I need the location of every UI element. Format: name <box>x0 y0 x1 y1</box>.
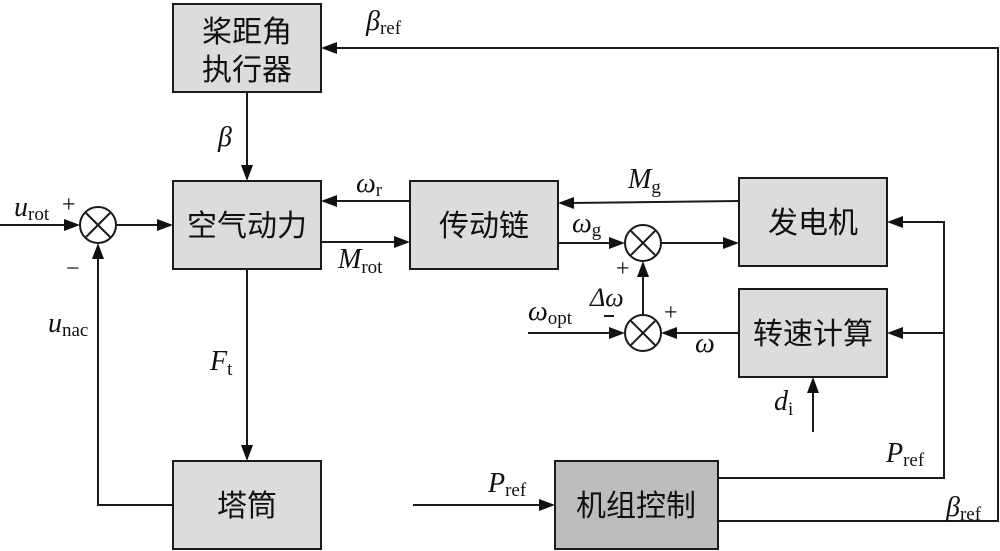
turbine-control-block: 机组控制 <box>554 460 719 550</box>
beta-ref-output-label: βref <box>945 492 982 525</box>
omega-opt-label: ωopt <box>528 296 573 329</box>
arrowhead-aero-beta <box>241 165 253 181</box>
omega-label: ω <box>695 328 715 359</box>
m-g-label: Mg <box>627 164 661 198</box>
omega-g-label: ωg <box>572 208 602 241</box>
speed-calc-label: 转速计算 <box>753 317 873 352</box>
p-ref-output-label: Pref <box>885 438 925 471</box>
tower-block: 塔筒 <box>172 460 322 550</box>
arrowhead-sum2-omega-g <box>609 237 625 249</box>
beta-label: β <box>217 122 232 153</box>
p-ref-input-label: Pref <box>487 468 527 501</box>
arrowhead-drivetrain-m-rot <box>394 236 410 248</box>
f-t-label: Ft <box>209 346 233 380</box>
omega-r-label: ωr <box>356 168 383 201</box>
sum2-plus-sign: + <box>616 256 630 282</box>
arrowhead-sum1-u-rot <box>64 219 80 231</box>
arrowhead-sum2-delta-omega <box>637 261 649 277</box>
delta-omega-label: Δω <box>589 283 624 312</box>
turbine-control-label: 机组控制 <box>576 489 696 524</box>
arrowhead-speed-calc-d-i <box>807 377 819 393</box>
sum3-plus-sign: + <box>664 300 678 326</box>
generator-block: 发电机 <box>738 177 888 267</box>
sum-junction-2 <box>624 224 662 262</box>
arrowhead-sum3-omega <box>661 327 677 339</box>
aerodynamics-label: 空气动力 <box>187 209 307 244</box>
beta-ref-top-label: βref <box>365 6 402 39</box>
arrowhead-speed-calc-p-ref <box>887 327 903 339</box>
p-ref-output-line <box>718 221 945 479</box>
sum-junction-3 <box>624 314 662 352</box>
sum-junction-1 <box>79 206 117 244</box>
sum1-minus-sign: − <box>66 256 80 282</box>
drivetrain-label: 传动链 <box>439 209 529 244</box>
arrowhead-sum3-omega-opt <box>609 327 625 339</box>
pitch-actuator-block: 桨距角 执行器 <box>172 3 322 93</box>
beta-ref-feedback-line <box>333 47 999 522</box>
arrowhead-control-p-ref <box>539 499 555 511</box>
u-nac-feedback-line <box>97 255 173 506</box>
generator-label: 发电机 <box>768 206 858 241</box>
pitch-actuator-label-line1: 桨距角 <box>202 15 292 50</box>
u-rot-label: urot <box>14 192 50 225</box>
sum1-plus-sign: + <box>62 192 76 218</box>
m-g-line <box>569 200 740 204</box>
aerodynamics-block: 空气动力 <box>172 180 322 270</box>
arrowhead-sum1-u-nac <box>92 243 104 259</box>
arrowhead-tower-input <box>241 445 253 461</box>
drivetrain-block: 传动链 <box>409 180 559 270</box>
arrowhead-generator-input <box>723 237 739 249</box>
tower-label: 塔筒 <box>217 489 277 524</box>
arrowhead-aero-omega-r <box>321 195 337 207</box>
d-i-label: di <box>774 386 793 420</box>
arrowhead-generator-p-ref <box>887 216 903 228</box>
pitch-actuator-label-line2: 执行器 <box>202 53 292 88</box>
m-rot-label: Mrot <box>337 244 383 278</box>
u-nac-label: unac <box>48 308 88 341</box>
arrowhead-aero-input <box>157 219 173 231</box>
speed-calc-block: 转速计算 <box>738 288 888 378</box>
arrowhead-drivetrain-m-g <box>558 197 574 209</box>
arrowhead-pitch-actuator-input <box>321 42 337 54</box>
